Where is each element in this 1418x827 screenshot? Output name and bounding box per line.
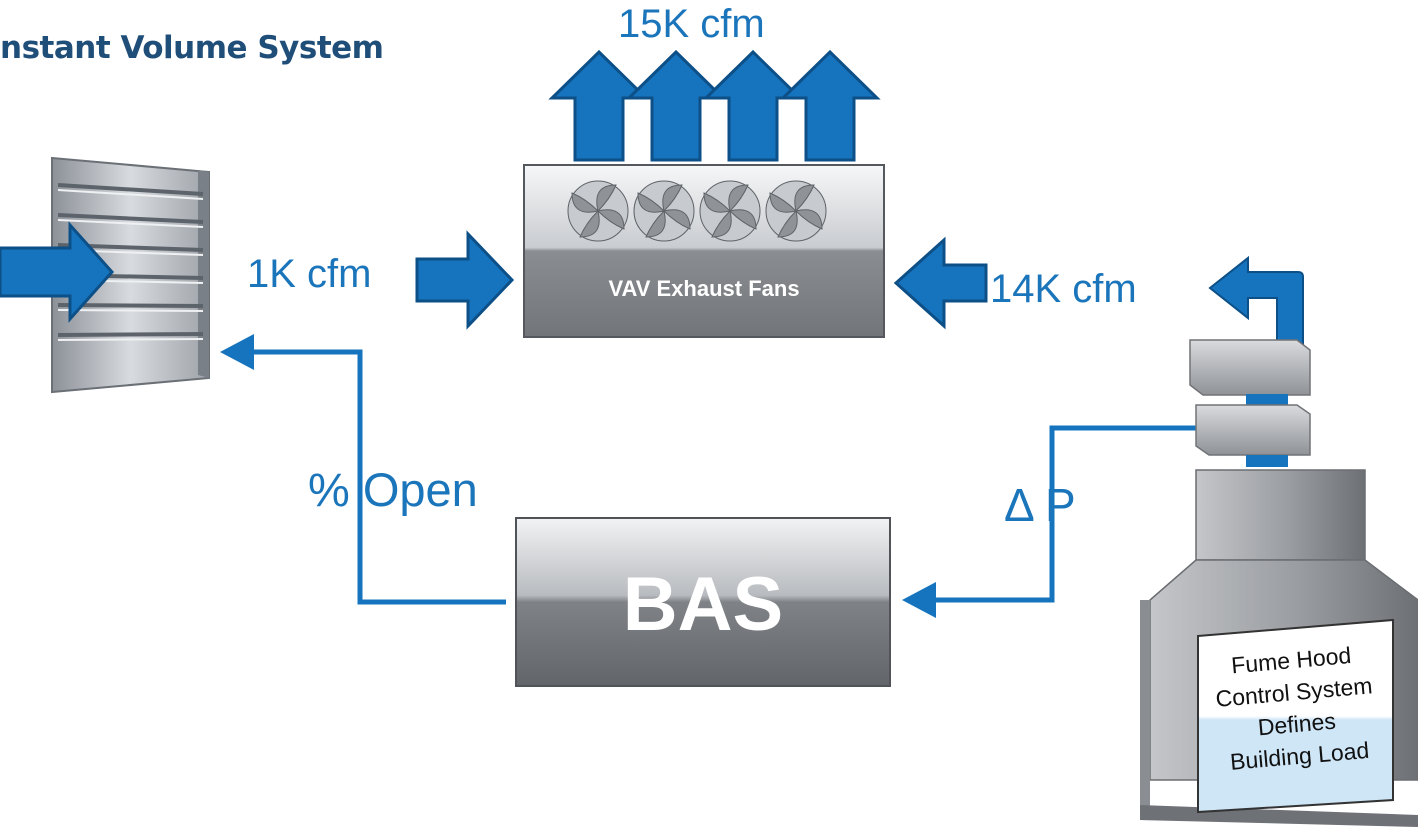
exhaust-total-label: 15K cfm (618, 2, 765, 46)
hood-flow-label: 14K cfm (990, 267, 1137, 311)
fume-hood: Fume Hood Control System Defines Buildin… (1140, 255, 1418, 827)
vav-exhaust-fans-box: VAV Exhaust Fans (523, 164, 885, 338)
up-arrow-icon (779, 49, 881, 162)
up-arrow-icon (548, 49, 650, 162)
exhaust-fans-label: VAV Exhaust Fans (608, 276, 799, 301)
hood-flow-arrow-icon (893, 236, 988, 330)
bypass-flow-label: 1K cfm (247, 252, 372, 296)
up-arrow-icon (702, 49, 804, 162)
diagram-title: nstant Volume System (0, 30, 384, 66)
bypass-flow-arrow-icon (415, 230, 515, 330)
pressure-signal-label: Δ P (1004, 479, 1076, 531)
inlet-arrow-icon (0, 221, 115, 323)
bas-box: BAS (515, 517, 891, 687)
bas-label: BAS (623, 562, 783, 647)
exhaust-up-arrows (548, 49, 881, 162)
up-arrow-icon (625, 49, 727, 162)
hood-exhaust-arrow-icon (1208, 255, 1304, 346)
damper-signal-label: % Open (308, 463, 478, 516)
pressure-signal-line (902, 425, 1198, 618)
fan-icon (567, 180, 827, 242)
damper-signal-line (220, 334, 506, 605)
